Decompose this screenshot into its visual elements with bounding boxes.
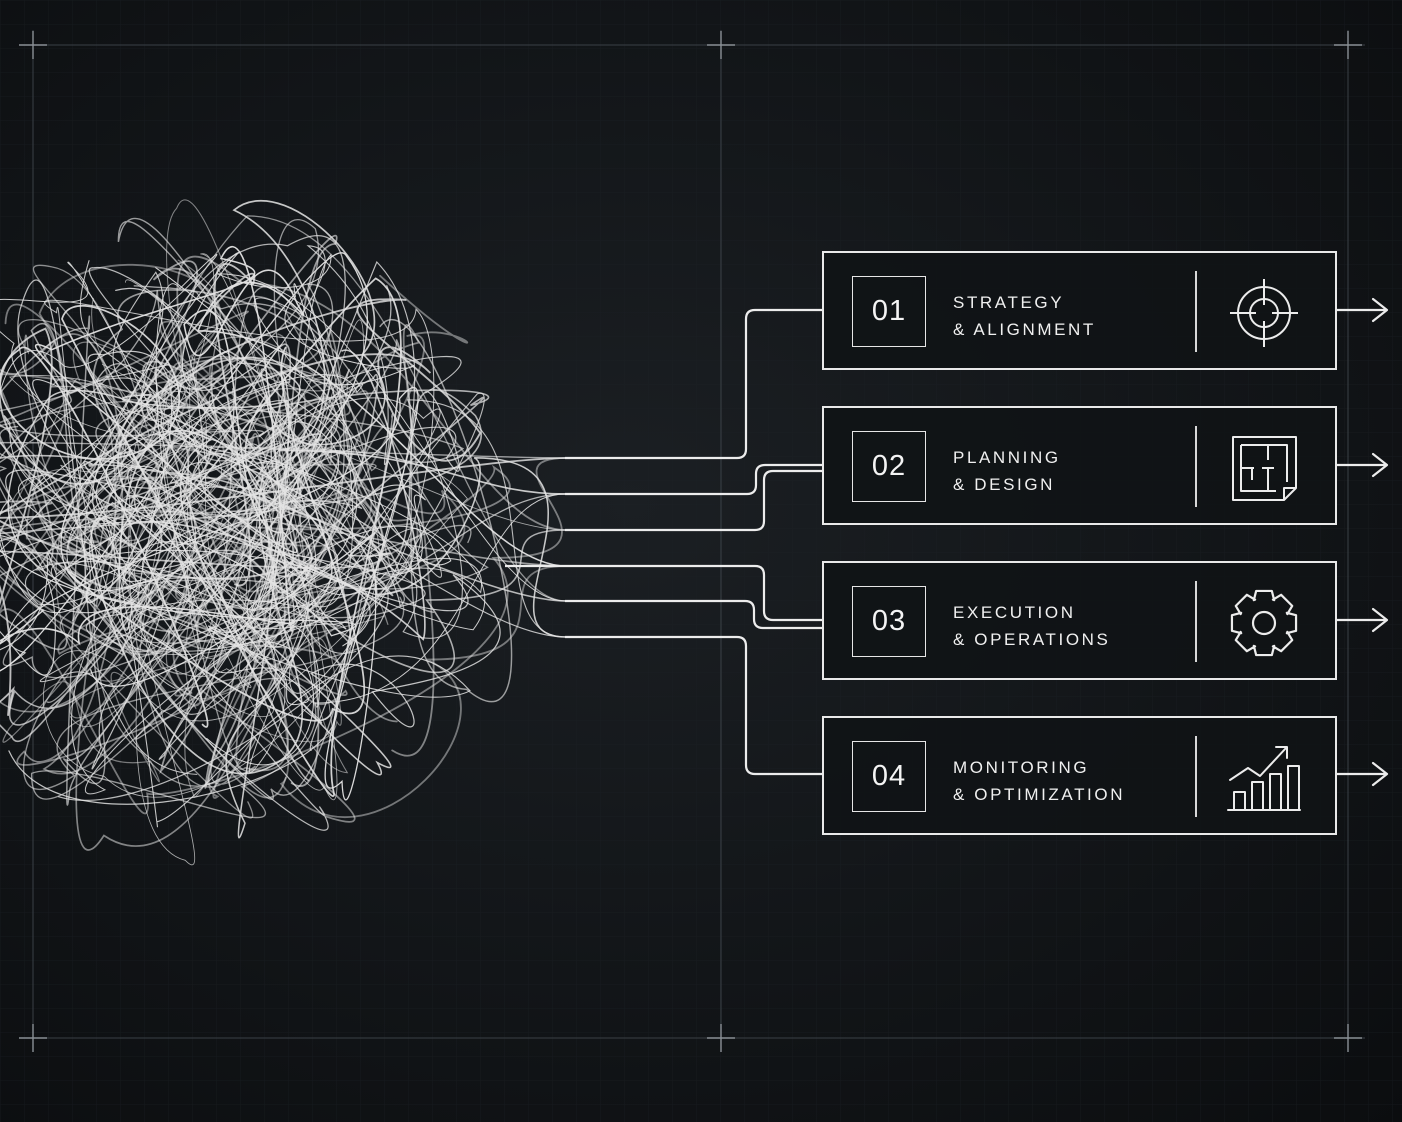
step-number: 02 <box>852 431 926 502</box>
step-number: 04 <box>852 741 926 812</box>
tangle-strand <box>44 299 441 773</box>
step-title-line2: & OPERATIONS <box>953 630 1111 649</box>
blueprint-icon <box>1232 436 1297 501</box>
step-divider <box>1195 271 1197 352</box>
step-divider <box>1195 736 1197 817</box>
tangle-strand <box>0 460 427 676</box>
tangle-strand <box>0 295 367 819</box>
step-title-line1: EXECUTION <box>953 603 1076 622</box>
tangle-strand <box>3 364 471 827</box>
step-divider <box>1195 426 1197 507</box>
tangle-strand <box>0 315 513 806</box>
tangle-strand <box>0 357 490 647</box>
tangle-strand <box>0 333 288 783</box>
step-title-line2: & OPTIMIZATION <box>953 785 1126 804</box>
step-divider <box>1195 581 1197 662</box>
step-card-planning: 02 PLANNING & DESIGN <box>822 406 1337 525</box>
output-arrows <box>1335 297 1389 787</box>
tangle-strand <box>0 356 386 851</box>
step-title-line1: MONITORING <box>953 758 1090 777</box>
tangle-strand <box>69 259 389 798</box>
tangle-strand <box>2 219 472 819</box>
step-number: 03 <box>852 586 926 657</box>
step-title-line1: STRATEGY <box>953 293 1065 312</box>
step-card-monitoring: 04 MONITORING & OPTIMIZATION <box>822 716 1337 835</box>
corner-crosshairs <box>19 31 1362 1052</box>
step-title-line1: PLANNING <box>953 448 1061 467</box>
growth-chart-icon <box>1227 746 1301 811</box>
tangle-strand <box>39 297 482 795</box>
step-title: STRATEGY & ALIGNMENT <box>953 289 1096 343</box>
step-title-line2: & DESIGN <box>953 475 1056 494</box>
tangle-strand <box>0 377 405 791</box>
tangled-lines <box>0 199 567 865</box>
step-title: EXECUTION & OPERATIONS <box>953 599 1110 653</box>
connector-lines <box>505 308 822 776</box>
tangle-strand <box>9 375 468 865</box>
step-title: MONITORING & OPTIMIZATION <box>953 754 1125 808</box>
step-number: 01 <box>852 276 926 347</box>
step-card-strategy: 01 STRATEGY & ALIGNMENT <box>822 251 1337 370</box>
gear-icon <box>1230 589 1298 657</box>
target-icon <box>1230 279 1298 347</box>
tangle-strand <box>25 263 567 819</box>
frame-lines <box>20 30 1365 1052</box>
tangle-strand <box>0 310 307 775</box>
tangle-strand <box>60 253 365 800</box>
step-title: PLANNING & DESIGN <box>953 444 1061 498</box>
step-card-execution: 03 EXECUTION & OPERATIONS <box>822 561 1337 680</box>
step-title-line2: & ALIGNMENT <box>953 320 1096 339</box>
tangle-strand <box>0 253 567 634</box>
